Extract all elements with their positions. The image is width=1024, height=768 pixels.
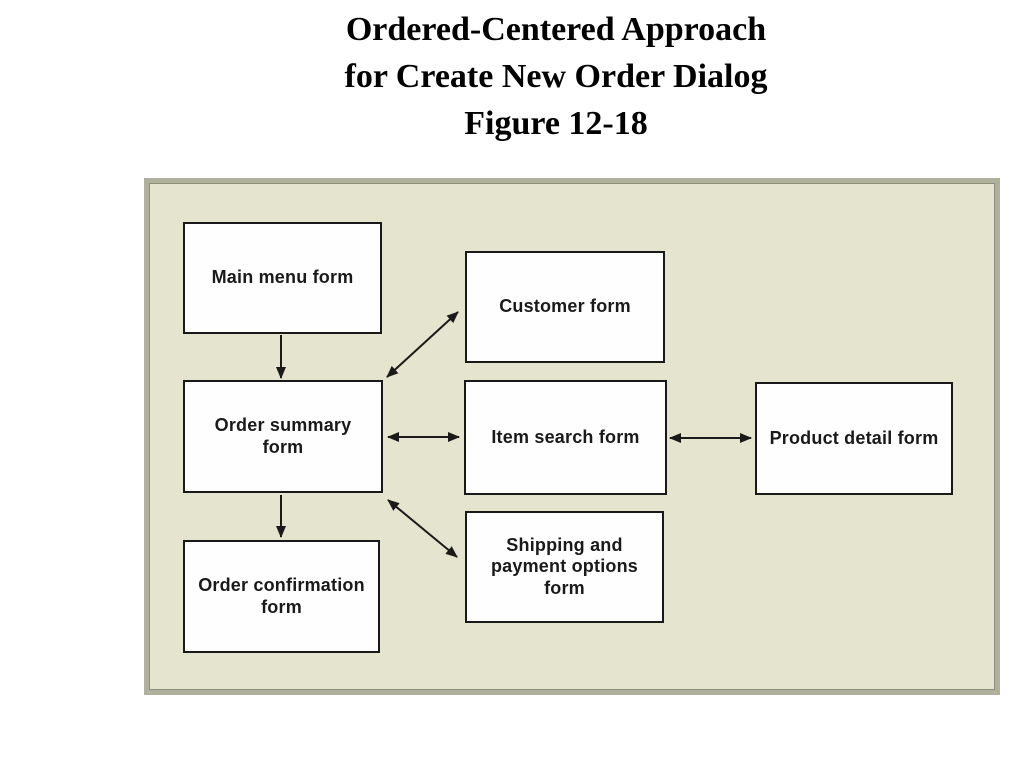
node-label: Customer form: [499, 296, 631, 317]
title-line-1: Ordered-Centered Approach: [345, 11, 767, 48]
slide-title: Ordered-Centered Approach for Create New…: [100, 6, 1012, 147]
node-item-search-form: Item search form: [464, 380, 667, 495]
node-main-menu-form: Main menu form: [183, 222, 382, 334]
node-order-confirmation-form: Order confirmation form: [183, 540, 380, 653]
connector-arrows: [276, 311, 752, 558]
title-line-3: Figure 12-18: [464, 105, 648, 142]
diagram-panel: Main menu form Customer form Order summa…: [144, 178, 1000, 695]
arrow-order-summary-customer: [386, 311, 459, 378]
node-label: Product detail form: [769, 427, 939, 448]
node-label: Shipping and payment options form: [490, 534, 638, 598]
node-label: Order confirmation form: [198, 574, 365, 617]
node-shipping-payment-options-form: Shipping and payment options form: [465, 511, 664, 623]
title-line-2: for Create New Order Dialog: [344, 58, 768, 95]
arrow-order-summary-shipping: [387, 499, 458, 558]
node-label: Main menu form: [211, 267, 354, 288]
node-customer-form: Customer form: [465, 251, 665, 363]
node-order-summary-form: Order summary form: [183, 380, 383, 493]
node-label: Item search form: [491, 426, 640, 447]
node-product-detail-form: Product detail form: [755, 382, 953, 495]
node-label: Order summary form: [214, 414, 352, 457]
